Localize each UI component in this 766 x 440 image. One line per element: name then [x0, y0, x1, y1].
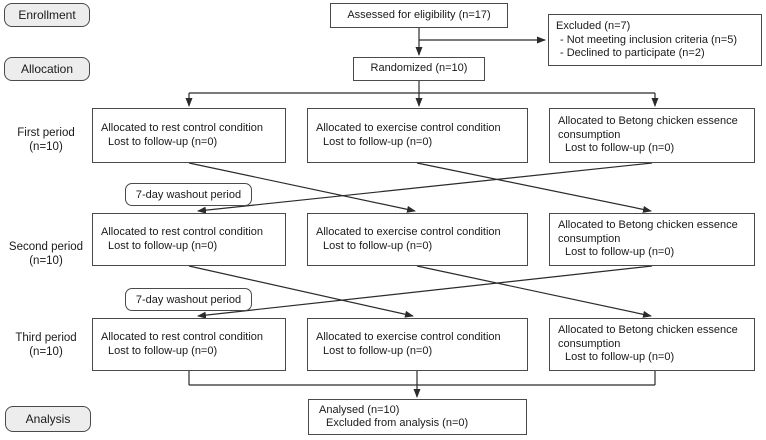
period-label-n: (n=10): [29, 346, 63, 358]
followup-text: Lost to follow-up (n=0): [323, 239, 433, 252]
followup-text: Lost to follow-up (n=0): [108, 344, 218, 357]
allocation-text: Allocated to Betong chicken essence cons…: [558, 115, 738, 141]
allocation-box-rest-p3: Allocated to rest control condition Lost…: [92, 318, 286, 371]
excluded-item: - Not meeting inclusion criteria (n=5): [560, 33, 737, 46]
analysed-line1: Analysed (n=10): [319, 403, 400, 416]
allocation-box-betong-p3: Allocated to Betong chicken essence cons…: [549, 318, 755, 371]
followup-text: Lost to follow-up (n=0): [323, 344, 433, 357]
allocation-text: Allocated to rest control condition: [101, 331, 264, 343]
followup-text: Lost to follow-up (n=0): [108, 135, 218, 148]
randomized-box: Randomized (n=10): [353, 57, 485, 81]
allocation-box-exercise-p3: Allocated to exercise control condition …: [307, 318, 528, 371]
analysed-line2: Excluded from analysis (n=0): [326, 417, 469, 429]
followup-text: Lost to follow-up (n=0): [565, 351, 675, 364]
allocation-box-betong-p1: Allocated to Betong chicken essence cons…: [549, 108, 755, 163]
period-label-text: Third period: [15, 332, 77, 344]
followup-text: Lost to follow-up (n=0): [108, 239, 218, 252]
analysed-box: Analysed (n=10) Excluded from analysis (…: [308, 399, 527, 435]
allocation-text: Allocated to rest control condition: [101, 226, 264, 238]
allocation-box-exercise-p2: Allocated to exercise control condition …: [307, 213, 528, 266]
allocation-text: Allocated to exercise control condition: [316, 331, 501, 343]
excluded-item: - Declined to participate (n=2): [560, 47, 705, 60]
period-label-second: Second period (n=10): [2, 240, 90, 268]
allocation-box-rest-p1: Allocated to rest control condition Lost…: [92, 108, 286, 163]
assessed-box: Assessed for eligibility (n=17): [330, 3, 508, 28]
period-label-third: Third period (n=10): [6, 331, 86, 359]
stage-allocation: Allocation: [4, 57, 90, 81]
excluded-box: Excluded (n=7) - Not meeting inclusion c…: [548, 14, 762, 66]
allocation-text: Allocated to rest control condition: [101, 122, 264, 134]
period-label-first: First period (n=10): [6, 126, 86, 154]
washout-box-2: 7-day washout period: [125, 288, 252, 311]
stage-analysis: Analysis: [5, 406, 91, 432]
allocation-box-rest-p2: Allocated to rest control condition Lost…: [92, 213, 286, 266]
followup-text: Lost to follow-up (n=0): [565, 142, 675, 155]
allocation-text: Allocated to exercise control condition: [316, 122, 501, 134]
allocation-text: Allocated to Betong chicken essence cons…: [558, 219, 738, 245]
allocation-text: Allocated to exercise control condition: [316, 226, 501, 238]
period-label-text: First period: [17, 127, 75, 139]
washout-box-1: 7-day washout period: [125, 183, 252, 206]
followup-text: Lost to follow-up (n=0): [565, 246, 675, 259]
excluded-title: Excluded (n=7): [556, 20, 631, 33]
period-label-n: (n=10): [29, 141, 63, 153]
period-label-n: (n=10): [29, 255, 63, 267]
allocation-box-betong-p2: Allocated to Betong chicken essence cons…: [549, 213, 755, 266]
period-label-text: Second period: [8, 241, 84, 253]
followup-text: Lost to follow-up (n=0): [323, 135, 433, 148]
allocation-text: Allocated to Betong chicken essence cons…: [558, 324, 738, 350]
allocation-box-exercise-p1: Allocated to exercise control condition …: [307, 108, 528, 163]
stage-enrollment: Enrollment: [4, 3, 90, 27]
